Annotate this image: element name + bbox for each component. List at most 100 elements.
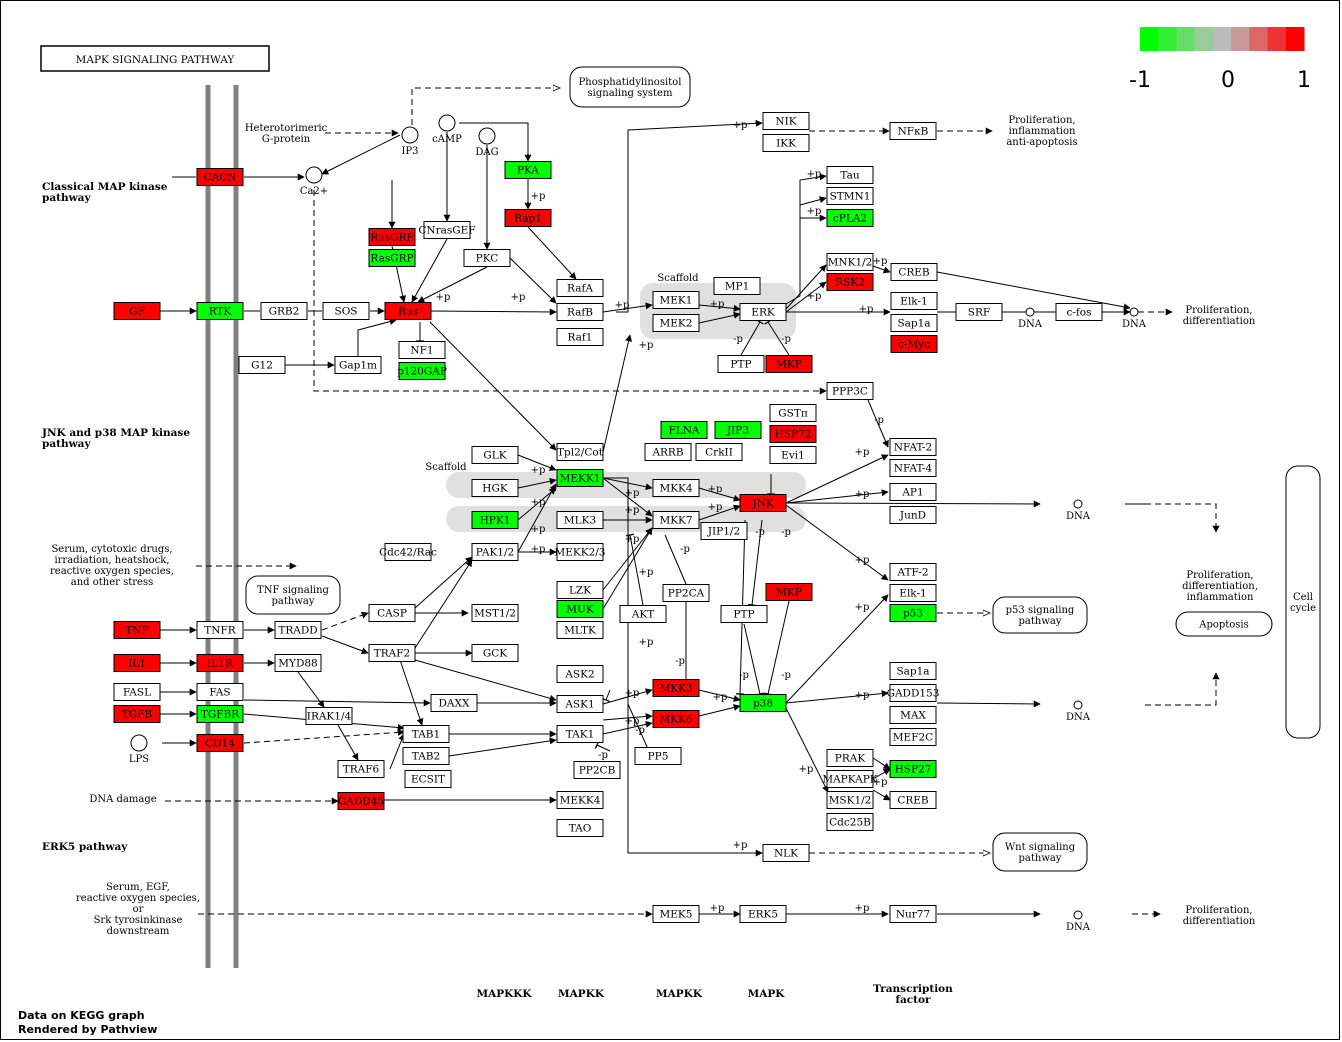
gene-box[interactable] <box>652 479 700 497</box>
gene-box[interactable] <box>762 134 810 152</box>
gene-box[interactable] <box>398 362 446 380</box>
gene-box[interactable] <box>404 770 452 788</box>
gene-node-cmyc[interactable]: c-Myc <box>890 335 938 353</box>
gene-box[interactable] <box>652 905 700 923</box>
gene-node-irak14[interactable]: IRAK1/4 <box>305 707 353 725</box>
gene-box[interactable] <box>337 760 385 778</box>
gene-node-max[interactable]: MAX <box>889 706 937 724</box>
gene-node-mkp2[interactable]: MKP <box>765 583 813 601</box>
gene-node-mkp1[interactable]: MKP <box>765 355 813 373</box>
gene-box[interactable] <box>652 314 700 332</box>
gene-node-rafb[interactable]: RafB <box>556 303 604 321</box>
gene-node-rasgrp[interactable]: RasGRP <box>368 249 416 267</box>
gene-node-ptp2[interactable]: PTP <box>720 605 768 623</box>
gene-box[interactable] <box>720 605 768 623</box>
gene-box[interactable] <box>652 710 700 728</box>
compound-dna3[interactable]: DNA <box>1066 499 1091 522</box>
gene-node-daxx[interactable]: DAXX <box>430 694 478 712</box>
gene-node-mef2c[interactable]: MEF2C <box>889 728 937 746</box>
compound-circle[interactable] <box>1129 307 1139 317</box>
compound-dna2[interactable]: DNA <box>1122 307 1147 330</box>
gene-box[interactable] <box>196 621 244 639</box>
pathway-link-box[interactable] <box>992 596 1088 634</box>
gene-node-cpla2[interactable]: cPLA2 <box>826 209 874 227</box>
gene-node-mkk6[interactable]: MKK6 <box>652 710 700 728</box>
gene-box[interactable] <box>826 253 874 271</box>
pathway-link-box[interactable] <box>569 66 691 108</box>
gene-node-casp[interactable]: CASP <box>368 604 416 622</box>
gene-node-gf[interactable]: GF <box>113 302 161 320</box>
gene-box[interactable] <box>423 221 471 239</box>
gene-node-tao[interactable]: TAO <box>556 819 604 837</box>
gene-box[interactable] <box>556 581 604 599</box>
gene-box[interactable] <box>556 543 604 561</box>
gene-box[interactable] <box>556 469 604 487</box>
gene-box[interactable] <box>556 621 604 639</box>
gene-node-pak12[interactable]: PAK1/2 <box>471 543 519 561</box>
gene-node-nfat2[interactable]: NFAT-2 <box>889 438 937 456</box>
gene-node-grb2[interactable]: GRB2 <box>260 302 308 320</box>
gene-box[interactable] <box>573 761 621 779</box>
gene-box[interactable] <box>652 679 700 697</box>
compound-dna4[interactable]: DNA <box>1066 700 1091 723</box>
gene-node-fasl[interactable]: FASL <box>113 683 161 701</box>
gene-node-evi1[interactable]: Evi1 <box>769 446 817 464</box>
gene-node-tnfr[interactable]: TNFR <box>196 621 244 639</box>
gene-box[interactable] <box>196 683 244 701</box>
gene-box[interactable] <box>471 644 519 662</box>
gene-node-arrb[interactable]: ARRB <box>644 443 692 461</box>
gene-node-tgfb[interactable]: TGFB <box>113 705 161 723</box>
gene-node-gadd153[interactable]: GADD153 <box>887 684 940 702</box>
gene-box[interactable] <box>402 747 450 765</box>
gene-node-mnk12a[interactable]: MNK1/2 <box>826 253 874 271</box>
gene-box[interactable] <box>660 421 708 439</box>
gene-node-mek1[interactable]: MEK1 <box>652 291 700 309</box>
gene-box[interactable] <box>826 382 874 400</box>
gene-node-pkc[interactable]: PKC <box>463 249 511 267</box>
gene-box[interactable] <box>889 905 937 923</box>
gene-box[interactable] <box>337 792 385 810</box>
gene-box[interactable] <box>739 905 787 923</box>
gene-node-cdc42rac[interactable]: Cdc42/Rac <box>379 543 437 561</box>
gene-node-erk[interactable]: ERK <box>739 303 787 321</box>
gene-box[interactable] <box>556 443 604 461</box>
gene-node-ppp3c[interactable]: PPP3C <box>826 382 874 400</box>
compound-ip3[interactable]: IP3 <box>401 126 419 157</box>
gene-box[interactable] <box>556 695 604 713</box>
gene-box[interactable] <box>769 404 817 422</box>
gene-box[interactable] <box>826 791 874 809</box>
gene-box[interactable] <box>384 302 432 320</box>
gene-box[interactable] <box>889 760 937 778</box>
gene-box[interactable] <box>113 302 161 320</box>
gene-node-stmn1[interactable]: STMN1 <box>826 187 874 205</box>
gene-box[interactable] <box>652 511 700 529</box>
gene-node-elk1a[interactable]: Elk-1 <box>890 292 938 310</box>
gene-box[interactable] <box>113 654 161 672</box>
pathway-link-box[interactable] <box>1285 465 1321 739</box>
gene-box[interactable] <box>556 328 604 346</box>
gene-node-mst12[interactable]: MST1/2 <box>471 604 519 622</box>
gene-box[interactable] <box>274 654 322 672</box>
gene-box[interactable] <box>889 506 937 524</box>
gene-box[interactable] <box>368 228 416 246</box>
gene-box[interactable] <box>238 356 286 374</box>
gene-node-pp2ca[interactable]: PP2CA <box>662 584 710 602</box>
gene-node-prak[interactable]: PRAK <box>826 749 874 767</box>
gene-node-sap1a2[interactable]: Sap1a <box>889 662 937 680</box>
pathway-link-apoptosis[interactable]: Apoptosis <box>1175 611 1273 637</box>
compound-circle[interactable] <box>401 126 419 144</box>
gene-node-flna[interactable]: FLNA <box>660 421 708 439</box>
gene-node-ask2[interactable]: ASK2 <box>556 665 604 683</box>
gene-box[interactable] <box>305 707 353 725</box>
compound-circle[interactable] <box>305 166 323 184</box>
gene-box[interactable] <box>368 249 416 267</box>
gene-box[interactable] <box>717 355 765 373</box>
gene-node-il1r[interactable]: IL1R <box>196 654 244 672</box>
gene-node-nfat4[interactable]: NFAT-4 <box>889 459 937 477</box>
gene-node-tradd[interactable]: TRADD <box>274 621 322 639</box>
gene-node-rtk[interactable]: RTK <box>196 302 244 320</box>
gene-box[interactable] <box>889 706 937 724</box>
gene-node-p53[interactable]: p53 <box>889 604 937 622</box>
